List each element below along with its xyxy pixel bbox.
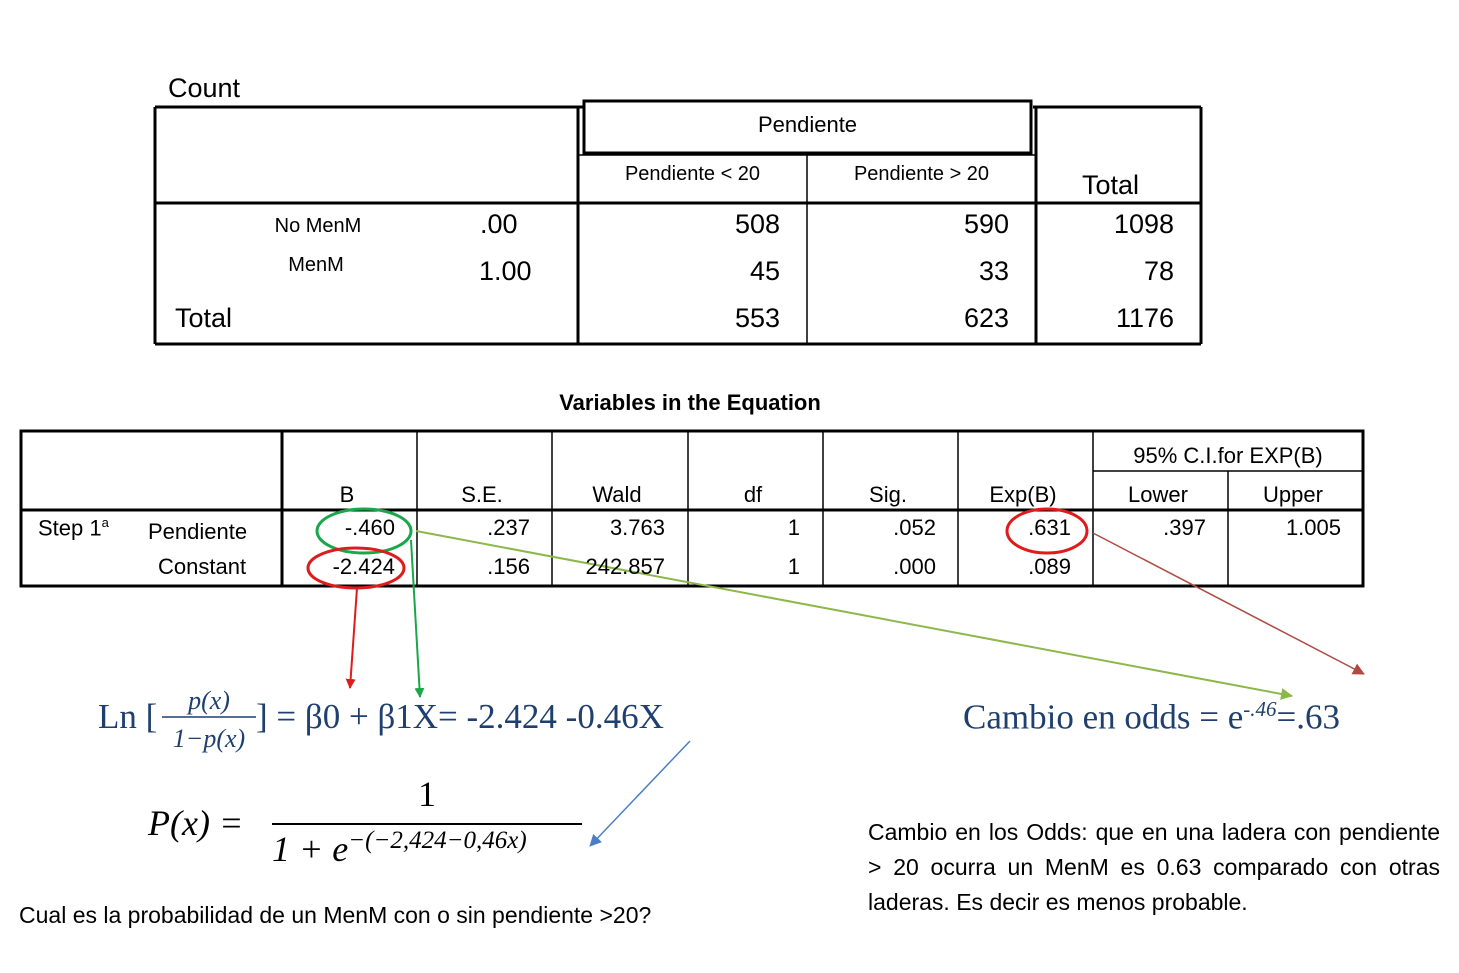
darkred-arrow <box>1092 532 1365 675</box>
header-b: B <box>339 482 355 507</box>
cell-b: -.460 <box>344 515 395 540</box>
row-code-menm: 1.00 <box>479 256 532 286</box>
total-column-header: Total <box>1082 170 1140 200</box>
cell: 3.763 <box>609 515 665 540</box>
cell: .156 <box>487 554 530 579</box>
red-arrow <box>345 587 358 689</box>
odds-change-formula: Cambio en odds = e-.46=.63 <box>963 697 1341 737</box>
olive-arrow <box>415 530 1293 700</box>
cell: 1098 <box>1113 209 1174 239</box>
prob-lhs: P(x) = <box>148 803 244 843</box>
cell: .397 <box>1163 515 1206 540</box>
header-sig: Sig. <box>869 482 907 507</box>
equation-table-lines <box>19 429 1365 588</box>
cell: .237 <box>487 515 530 540</box>
cell: 78 <box>1143 256 1174 286</box>
row-label-constant: Constant <box>158 554 247 579</box>
column-header-lt20: Pendiente < 20 <box>624 163 761 185</box>
header-se: S.E. <box>461 482 503 507</box>
explanation-text: Cambio en los Odds: que en una ladera co… <box>868 819 1440 915</box>
logit-rest: ] = β0 + β1X= -2.424 -0.46X <box>256 697 664 736</box>
row-label-pendiente: Pendiente <box>148 519 248 544</box>
cell-b: -2.424 <box>332 554 395 579</box>
column-group-header: Pendiente <box>757 112 858 137</box>
ci-header: 95% C.I.for EXP(B) <box>1133 443 1323 468</box>
logit-prefix: Ln [ <box>98 697 158 736</box>
blue-arrow <box>589 740 691 847</box>
cell: 1 <box>787 515 800 540</box>
header-lower: Lower <box>1128 482 1188 507</box>
cell: .000 <box>893 554 936 579</box>
green-arrow <box>410 539 425 698</box>
cell: 590 <box>963 209 1009 239</box>
cell: 623 <box>963 303 1009 333</box>
cell: 45 <box>749 256 780 286</box>
header-wald: Wald <box>592 482 642 507</box>
cell: 242.857 <box>585 554 665 579</box>
crosstab-lines <box>153 99 1203 346</box>
green-circle <box>315 507 413 555</box>
cell: .052 <box>893 515 936 540</box>
cell: 508 <box>734 209 780 239</box>
prob-denominator: 1 + e−(−2,424−0,46x) <box>272 827 527 869</box>
total-row-label: Total <box>175 303 233 333</box>
equation-table-title: Variables in the Equation <box>559 390 821 415</box>
cell: 1 <box>787 554 800 579</box>
column-header-gt20: Pendiente > 20 <box>853 163 990 185</box>
question-text: Cual es la probabilidad de un MenM con o… <box>19 902 652 928</box>
header-upper: Upper <box>1263 482 1323 507</box>
header-expb: Exp(B) <box>989 482 1057 507</box>
red-circle-exp <box>1005 507 1089 555</box>
cell: 1.005 <box>1285 515 1341 540</box>
cell: 1176 <box>1115 303 1174 333</box>
step-label: Step 1a <box>38 515 109 541</box>
row-label-menm: MenM <box>288 254 344 276</box>
cell-expb: .631 <box>1028 515 1071 540</box>
count-caption: Count <box>168 73 241 103</box>
row-code-no-menm: .00 <box>480 209 518 239</box>
prob-numerator: 1 <box>418 774 436 814</box>
row-label-no-menm: No MenM <box>274 215 362 237</box>
logit-denominator: 1−p(x) <box>172 724 246 753</box>
cell: .089 <box>1028 554 1071 579</box>
logit-numerator: p(x) <box>188 686 230 715</box>
cell: 33 <box>978 256 1009 286</box>
header-df: df <box>743 482 763 507</box>
cell: 553 <box>734 303 780 333</box>
